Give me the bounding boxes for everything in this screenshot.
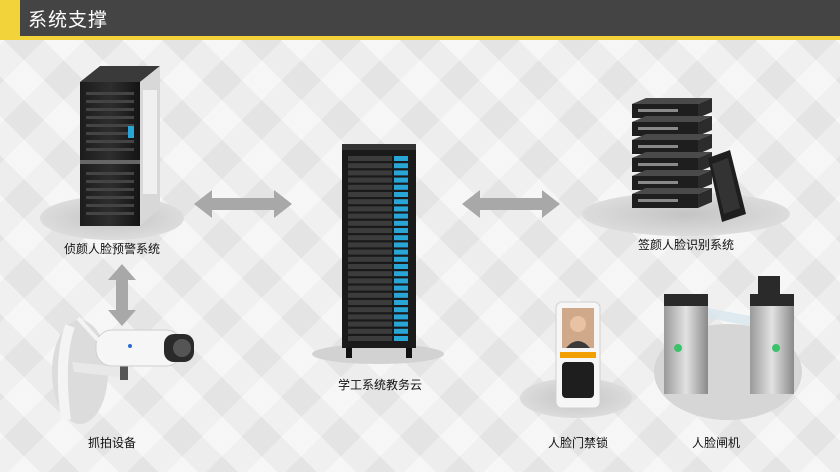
camera-icon	[57, 316, 194, 421]
header-underline	[0, 36, 840, 40]
header-accent	[0, 0, 20, 36]
tower-server-icon	[80, 66, 160, 226]
turnstile-gate-icon	[664, 276, 794, 394]
page-title: 系统支撑	[28, 9, 109, 31]
camera-label: 抓拍设备	[87, 436, 137, 450]
arrow-detection-camera	[108, 264, 136, 326]
rack-server-icon	[342, 144, 416, 358]
keyboard-icon	[708, 150, 746, 222]
arrow-cloud-signin	[462, 190, 560, 218]
stacked-servers-icon	[632, 98, 712, 208]
door-label: 人脸门禁锁	[547, 436, 609, 450]
rack-units	[348, 156, 408, 341]
face-terminal-icon	[555, 301, 601, 409]
signin-label: 签颜人脸识别系统	[637, 238, 735, 252]
gate-label: 人脸闸机	[691, 436, 741, 450]
detection-label: 侦颜人脸预警系统	[63, 242, 161, 256]
arrow-detection-cloud	[194, 190, 292, 218]
cloud-label: 学工系统教务云	[337, 378, 423, 392]
header-bar: 系统支撑	[0, 0, 840, 36]
